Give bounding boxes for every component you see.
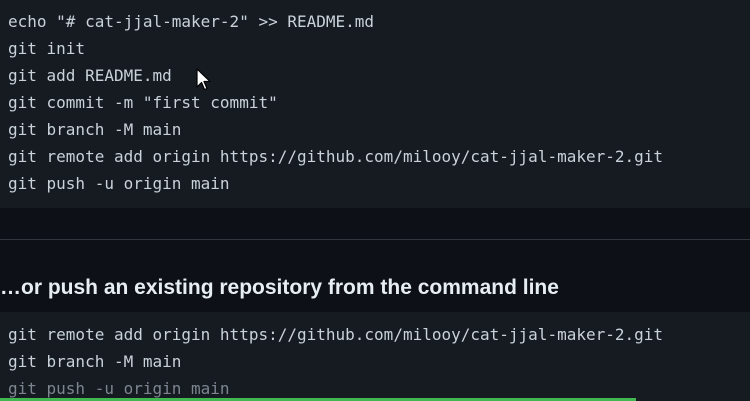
code-line: git add README.md (8, 66, 172, 85)
mouse-pointer-icon (196, 68, 211, 91)
code-line: git commit -m "first commit" (8, 93, 278, 112)
code-line: git push -u origin main (8, 174, 230, 193)
code-line: git remote add origin https://github.com… (8, 147, 664, 166)
code-line: git init (8, 39, 86, 58)
code-line: git branch -M main (8, 120, 182, 139)
push-existing-repo-heading: …or push an existing repository from the… (0, 276, 559, 299)
code-line: git branch -M main (8, 352, 182, 371)
code-line: git push -u origin main (8, 379, 230, 398)
create-new-repo-code-block[interactable]: echo "# cat-jjal-maker-2" >> README.md g… (0, 0, 750, 208)
push-existing-repo-code-block[interactable]: git remote add origin https://github.com… (0, 312, 750, 401)
code-line: echo "# cat-jjal-maker-2" >> README.md (8, 12, 375, 31)
section-divider (0, 239, 750, 240)
progress-bar (0, 398, 636, 401)
code-line: git remote add origin https://github.com… (8, 325, 664, 344)
